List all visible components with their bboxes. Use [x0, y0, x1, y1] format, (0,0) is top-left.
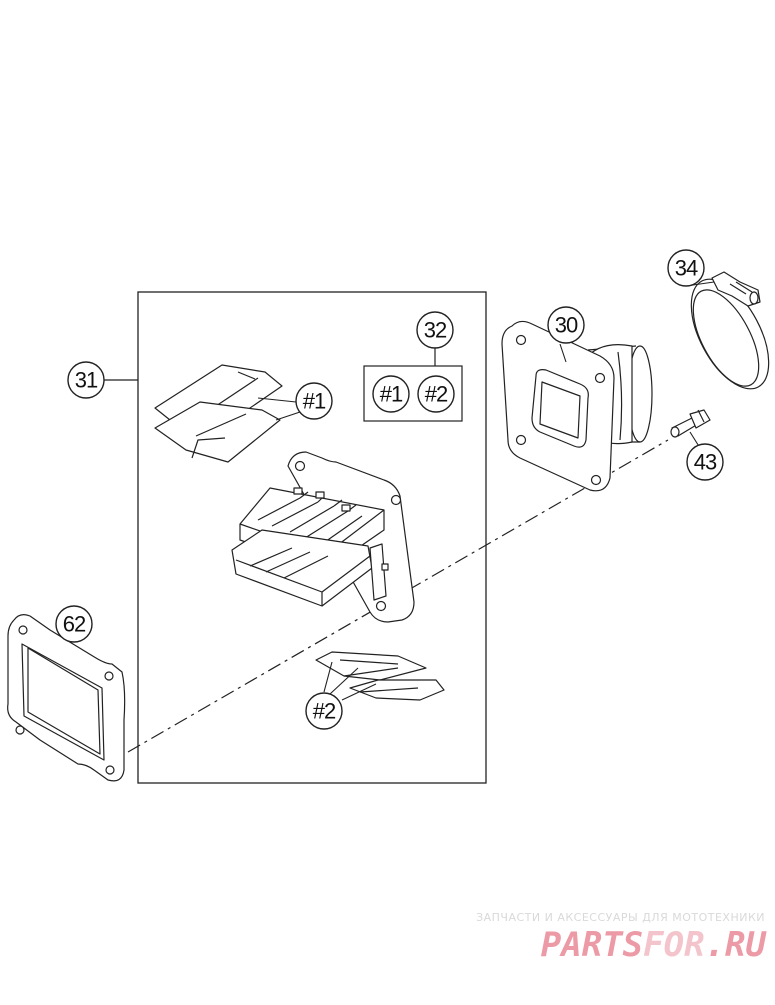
reed-valve-block: [231, 451, 415, 623]
callout-62-label: 62: [63, 612, 86, 637]
flange-bolt: [670, 409, 711, 438]
assembly-axis-line: [127, 439, 669, 753]
watermark-logo-accent: FOR: [643, 925, 704, 965]
callout-34: 34: [667, 249, 705, 287]
callout-31-label: 31: [75, 368, 98, 393]
callout-43: 43: [686, 443, 724, 481]
reed-valve-kit-frame: [137, 291, 487, 784]
watermark-logo-main: PARTS: [541, 925, 643, 965]
callout-kit-2-label: #2: [313, 699, 336, 724]
reed-petal-set-1: [154, 364, 283, 463]
callout-62: 62: [55, 605, 93, 643]
callout-30: 30: [547, 306, 585, 344]
callout-32-label: 32: [424, 318, 447, 343]
callout-32-kit-1-label: #1: [380, 382, 403, 407]
callout-32-kit-2: #2: [417, 375, 455, 413]
callout-34-label: 34: [675, 256, 698, 281]
reed-petal-set-2: [315, 651, 445, 701]
watermark-logo-suffix: .RU: [705, 925, 768, 965]
watermark-tagline: ЗАПЧАСТИ И АКСЕССУАРЫ ДЛЯ МОТОТЕХНИКИ: [476, 911, 765, 924]
callout-kit-2: #2: [305, 692, 343, 730]
watermark-logo: PARTSFOR.RU: [541, 925, 768, 965]
kit-contents-box: [363, 365, 463, 422]
callout-31: 31: [67, 361, 105, 399]
gasket: [7, 614, 126, 782]
hose-clamp: [690, 271, 770, 390]
callout-32-kit-2-label: #2: [425, 382, 448, 407]
callout-32-kit-1: #1: [372, 375, 410, 413]
callout-kit-1: #1: [295, 382, 333, 420]
callout-kit-1-label: #1: [303, 389, 326, 414]
watermark: ЗАПЧАСТИ И АКСЕССУАРЫ ДЛЯ МОТОТЕХНИКИ PA…: [476, 911, 767, 965]
intake-manifold: [501, 320, 653, 492]
callout-32: 32: [416, 311, 454, 349]
callout-43-label: 43: [694, 450, 717, 475]
callout-30-label: 30: [555, 313, 578, 338]
